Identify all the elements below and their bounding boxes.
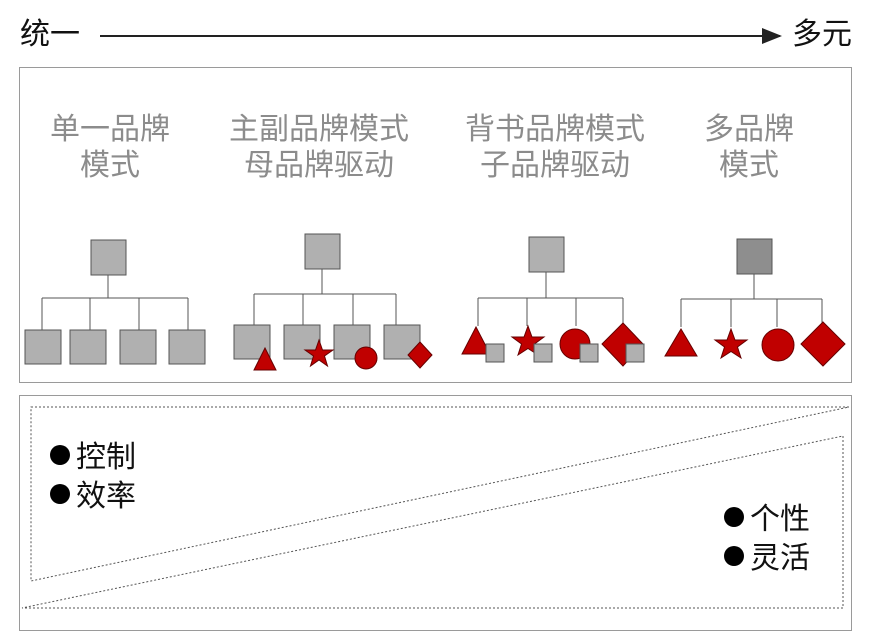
parent-brand-box <box>736 238 773 275</box>
endorser-box <box>485 343 505 363</box>
model-title-line1: 多品牌 <box>704 112 794 147</box>
child-brand-box <box>119 329 157 365</box>
endorser-box <box>579 343 599 363</box>
model-title-line2: 子品牌驱动 <box>480 148 630 183</box>
bullet-text: 个性 <box>750 502 810 537</box>
model-title-line2: 母品牌驱动 <box>244 148 394 183</box>
axis-left-label: 统一 <box>20 17 80 52</box>
star-icon <box>713 327 749 360</box>
triangle-icon <box>253 346 277 371</box>
bullet-efficiency: 效率 <box>50 482 136 512</box>
bullet-text: 控制 <box>76 440 136 475</box>
model-title-line1: 单一品牌 <box>50 112 170 147</box>
bullet-control: 控制 <box>50 443 136 473</box>
bullet-text: 效率 <box>76 479 136 514</box>
model-title-endorsed: 背书品牌模式 子品牌驱动 <box>446 112 664 184</box>
bullet-dot <box>50 484 70 504</box>
model-title-sub-brand: 主副品牌模式 母品牌驱动 <box>210 112 428 184</box>
endorser-box <box>533 343 553 363</box>
control-wedge <box>30 406 850 582</box>
triangle-icon <box>664 328 698 357</box>
endorser-box <box>625 343 645 363</box>
circle-icon <box>354 346 378 370</box>
endorsed-brand-tree <box>461 236 645 367</box>
model-title-line1: 背书品牌模式 <box>465 112 645 147</box>
diamond-icon <box>407 341 433 369</box>
bullet-flexibility: 灵活 <box>724 544 810 574</box>
tradeoff-panel <box>19 395 852 631</box>
parent-brand-box <box>90 239 127 276</box>
multi-brand-tree <box>664 238 846 367</box>
bullet-text: 灵活 <box>750 541 810 576</box>
bullet-dot <box>50 445 70 465</box>
model-title-line2: 模式 <box>80 148 140 183</box>
bullet-dot <box>724 507 744 527</box>
child-brand-box <box>69 329 107 365</box>
model-title-line2: 模式 <box>719 148 779 183</box>
star-icon <box>510 324 546 357</box>
parent-brand-box <box>304 233 341 270</box>
bullet-dot <box>724 546 744 566</box>
model-title-single: 单一品牌 模式 <box>24 112 196 184</box>
model-title-multi: 多品牌 模式 <box>674 112 824 184</box>
axis-right-label: 多元 <box>792 17 852 52</box>
circle-icon <box>761 328 795 362</box>
child-brand-box <box>168 329 206 365</box>
star-icon <box>303 338 335 368</box>
brand-models-panel <box>19 67 852 383</box>
single-brand-tree <box>24 239 206 365</box>
parent-brand-box <box>528 236 565 273</box>
master-brand-tree <box>233 233 433 371</box>
flexibility-wedge <box>21 435 844 609</box>
bullet-individuality: 个性 <box>724 505 810 535</box>
child-brand-box <box>24 329 62 365</box>
diamond-icon <box>800 321 846 367</box>
triangle-icon <box>461 325 491 355</box>
model-title-line1: 主副品牌模式 <box>229 112 409 147</box>
